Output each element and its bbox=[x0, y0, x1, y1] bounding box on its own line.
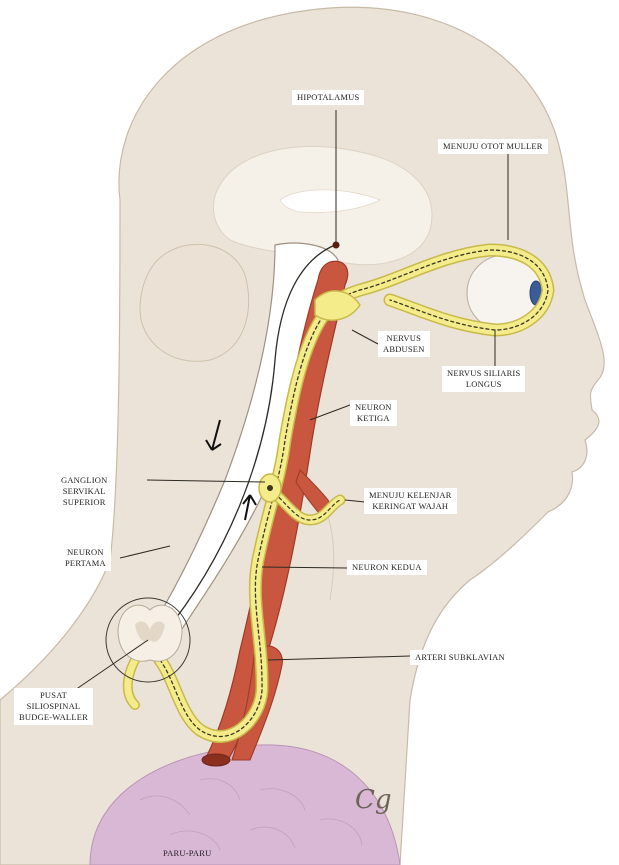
cerebellum bbox=[140, 244, 249, 361]
label-nervus-abdusen: NERVUS ABDUSEN bbox=[378, 331, 430, 357]
label-menuju-kelenjar-keringat: MENUJU KELENJAR KERINGAT WAJAH bbox=[364, 488, 457, 514]
label-ganglion-servikal-superior: GANGLION SERVIKAL SUPERIOR bbox=[56, 473, 112, 510]
artist-signature: Cg bbox=[355, 785, 392, 815]
label-neuron-kedua: NEURON KEDUA bbox=[347, 560, 427, 575]
label-neuron-pertama: NEURON PERTAMA bbox=[60, 545, 111, 571]
label-pusat-siliospinal: PUSAT SILIOSPINAL BUDGE-WALLER bbox=[14, 688, 93, 725]
artery-cut-end bbox=[202, 754, 230, 766]
label-neuron-ketiga: NEURON KETIGA bbox=[350, 400, 397, 426]
label-nervus-siliaris-longus: NERVUS SILIARIS LONGUS bbox=[442, 366, 525, 392]
label-hipotalamus: HIPOTALAMUS bbox=[292, 90, 364, 105]
label-paru-paru: PARU-PARU bbox=[158, 846, 216, 861]
label-arteri-subklavian: ARTERI SUBKLAVIAN bbox=[410, 650, 510, 665]
label-menuju-otot-muller: MENUJU OTOT MULLER bbox=[438, 139, 548, 154]
